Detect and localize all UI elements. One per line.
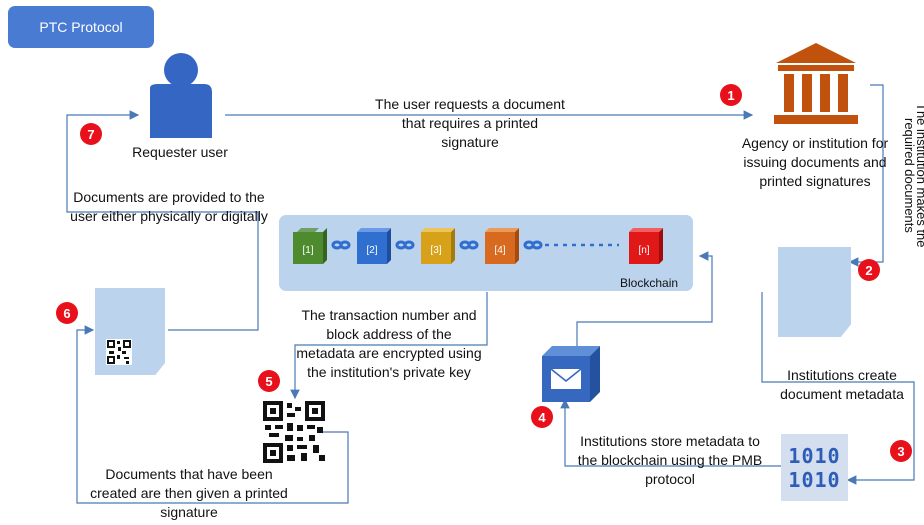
step-badge-5: 5: [258, 370, 280, 392]
agency-label: Agency or institution for issuing docume…: [741, 135, 889, 189]
blockchain-label: Blockchain: [620, 276, 679, 290]
chain-block-3-label: [3]: [430, 245, 441, 256]
arrow-to-chain: [576, 251, 713, 346]
chain-link-icon: [459, 240, 479, 250]
step-badge-2: 2: [858, 259, 880, 281]
step-badge-4: 4: [531, 406, 553, 428]
chain-block-1: [1]: [293, 228, 327, 264]
chain-block-1-label: [1]: [302, 245, 313, 256]
step-badge-1: 1: [720, 84, 742, 106]
arrow-encrypt: [290, 292, 488, 400]
user-icon: [140, 52, 222, 138]
chain-block-4: [4]: [485, 228, 519, 264]
arrow-metadata: [761, 292, 915, 485]
step-3-text: Institutions create document metadata: [780, 367, 904, 402]
arrow-sign: [76, 325, 349, 504]
step-badge-7: 7: [80, 123, 102, 145]
signed-document-icon: [95, 288, 165, 375]
document-qr-icon: [106, 339, 132, 365]
step-6-text: Documents that have been created are the…: [90, 466, 288, 520]
step-badge-3: 3: [890, 440, 912, 462]
step-7-text: Documents are provided to the user eithe…: [70, 189, 268, 224]
metadata-document-icon: [778, 247, 851, 337]
chain-block-2: [2]: [357, 228, 391, 264]
chain-link-icon: [331, 240, 351, 250]
envelope-icon: [542, 346, 600, 402]
arrow-store: [560, 398, 781, 467]
step-2-text: The institution makes the required docum…: [902, 102, 924, 248]
chain-link-icon: [523, 240, 543, 250]
step-badge-6: 6: [56, 302, 78, 324]
document-fold: [155, 363, 165, 375]
chain-block-4-label: [4]: [494, 245, 505, 256]
step-1-text: The user requests a document that requir…: [375, 96, 565, 150]
institution-icon: [772, 43, 860, 125]
arrow-deliver: [66, 110, 259, 331]
step-4-text: Institutions store metadata to the block…: [577, 433, 763, 487]
binary-row-2: 1010: [788, 468, 841, 492]
chain-block-3: [3]: [421, 228, 455, 264]
protocol-title: PTC Protocol: [8, 6, 154, 48]
step-5-text: The transaction number and block address…: [296, 307, 482, 380]
chain-block-n: [n]: [629, 228, 663, 264]
binary-icon: 1010 1010: [781, 434, 848, 501]
binary-row-1: 1010: [788, 444, 841, 468]
chain-block-2-label: [2]: [366, 245, 377, 256]
requester-label: Requester user: [132, 144, 228, 160]
qr-code-icon: [263, 401, 325, 463]
chain-link-icon: [395, 240, 415, 250]
chain-block-n-label: [n]: [638, 245, 649, 256]
blockchain-panel: [1] [2] [3] [4]: [279, 215, 693, 291]
